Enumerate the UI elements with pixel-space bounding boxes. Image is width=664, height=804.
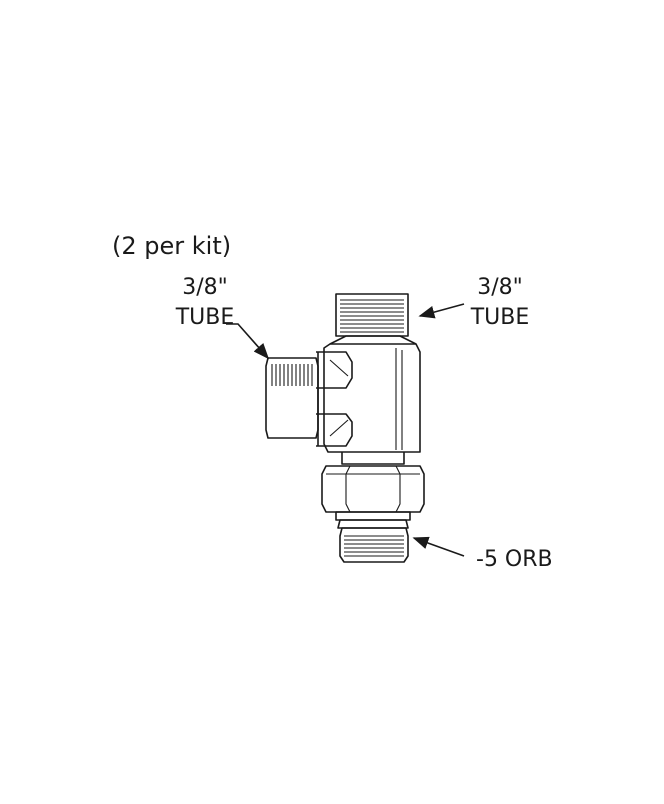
top-port-type: TUBE: [470, 305, 530, 330]
hex-nut: [321, 465, 425, 513]
side-branch: [316, 351, 353, 447]
side-tube-nut: [265, 357, 319, 439]
top-port-size: 3/8": [477, 275, 523, 300]
quantity-note: (2 per kit): [112, 232, 232, 260]
orb-port-label: -5 ORB: [476, 547, 553, 572]
orb-port-leader: [412, 536, 465, 557]
top-tube-nut: [335, 293, 409, 337]
side-port-size: 3/8": [182, 275, 228, 300]
top-port-label: 3/8" TUBE: [455, 274, 545, 334]
top-port-leader: [418, 303, 465, 319]
tee-body: [323, 335, 421, 453]
orb-port: [335, 511, 411, 563]
side-port-leader: [226, 323, 270, 360]
side-port-type: TUBE: [175, 305, 235, 330]
leader-lines: [226, 303, 465, 557]
side-port-label: 3/8" TUBE: [160, 274, 250, 334]
neck: [341, 452, 405, 465]
